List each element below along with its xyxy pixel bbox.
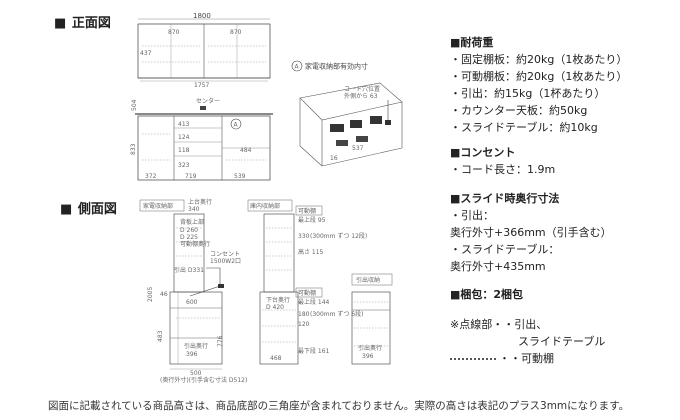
front-drawer-label-1: 124 xyxy=(178,134,190,141)
spec-load-item-2: ・引出：約15kg（1杯あたり） xyxy=(450,87,606,100)
spec-note-1a: ※点線部・・引出、 xyxy=(450,318,548,331)
front-drawer-label-5: 539 xyxy=(234,173,246,180)
side-right-label-7: 180 xyxy=(298,311,310,318)
side-label-13: 776 xyxy=(217,335,224,347)
spec-load-item-4: ・スライドテーブル：約10kg xyxy=(450,121,598,134)
spec-slide-item-1: 奥行外寸+366mm（引手含む） xyxy=(450,226,612,239)
side-right-label-0: 最上段 95 xyxy=(298,216,326,224)
detail-title: 家電収納部有効内寸 xyxy=(305,62,368,71)
side-label-0: 上台奥行 xyxy=(188,198,212,206)
side-right-label-6: D 420 xyxy=(266,304,284,311)
side-label-11: 600 xyxy=(186,299,198,306)
side-kadou-label: 可動棚 xyxy=(298,207,316,215)
front-marker-a-circle xyxy=(230,118,242,130)
side-label-1: 340 xyxy=(188,206,200,213)
detail-cord-note-2: 外側から 63 xyxy=(344,92,378,100)
detail-marker: A xyxy=(295,64,300,71)
side-label-14: 引出奥行 xyxy=(184,342,208,350)
front-dim-total: 1800 xyxy=(193,12,211,20)
front-dim-mid: 1757 xyxy=(194,82,209,89)
detail-cord-note-1: コード穴位置 xyxy=(344,85,380,93)
bottom-note: 図面に記載されている商品高さは、商品底部の三角座が含まれておりません。実際の高さ… xyxy=(48,400,630,412)
side-right-label-8: 120 xyxy=(298,321,310,328)
spec-outlet-title: コンセント xyxy=(450,144,555,161)
side-right-label-1: 330 xyxy=(298,233,310,240)
side-right-label-9: (300mm ずつ 6段) xyxy=(310,310,363,318)
front-view-drawing: 1800 870 870 437 1757 センター 504 413 124 1… xyxy=(130,12,273,181)
side-label-2: 背板上部 xyxy=(180,218,204,226)
spec-slide-item-0: ・引出： xyxy=(450,209,494,222)
side-label-3: D 260 xyxy=(180,227,198,234)
front-view-title: 正面図 xyxy=(54,12,111,31)
side-right-label-2: (300mm ずつ 12段) xyxy=(310,232,367,240)
spec-load-title: 耐荷重 xyxy=(450,34,627,51)
side-label-15: 396 xyxy=(186,351,198,358)
side-label-9: 引出 D331 xyxy=(174,266,204,274)
front-dim-upper-left: 870 xyxy=(168,29,180,36)
spec-note-1b: スライドテーブル xyxy=(518,335,606,348)
front-marker-a: A xyxy=(234,122,239,129)
detail-dim-2: 16 xyxy=(330,155,338,162)
front-drawer-label-6: 484 xyxy=(240,147,252,154)
spec-pack-title: 梱包：2梱包 xyxy=(450,286,523,303)
spec-load: 耐荷重 ・固定棚板：約20kg（1枚あたり） ・可動棚板：約20kg（1枚あたり… xyxy=(450,34,627,136)
spec-notes: ※点線部・・引出、 スライドテーブル ・・可動棚 xyxy=(450,316,605,367)
spec-load-item-1: ・可動棚板：約20kg（1枚あたり） xyxy=(450,70,628,83)
side-label-12: 483 xyxy=(157,330,164,342)
side-label-17: (奥行外寸)(引手含む寸法 D512) xyxy=(160,376,247,384)
side-label-8: 1500W2口 xyxy=(210,258,241,265)
side-label-6: 2005 xyxy=(147,287,154,302)
spec-pack: 梱包：2梱包 xyxy=(450,286,523,303)
front-drawer-label-2: 118 xyxy=(178,147,190,154)
side-kadou-label-2: 可動棚 xyxy=(298,289,316,297)
front-dim-upper-side: 437 xyxy=(140,50,152,57)
spec-load-item-0: ・固定棚板：約20kg（1枚あたり） xyxy=(450,53,628,66)
front-dim-upper-right: 870 xyxy=(230,29,242,36)
side-right-label-5: 下台奥行 xyxy=(266,296,290,304)
side-right-label-11: 468 xyxy=(270,355,282,362)
spec-slide-item-2: ・スライドテーブル： xyxy=(450,243,560,256)
spec-outlet-item-0: ・コード長さ：1.9m xyxy=(450,163,556,176)
detail-drawing: A 家電収納部有効内寸 コード穴位置 外側から 63 537 16 xyxy=(291,60,403,167)
side-right-label-3: 高さ 115 xyxy=(298,248,324,256)
side-drawer-label-1: 396 xyxy=(362,353,374,360)
detail-dim-1: 537 xyxy=(352,145,364,152)
spec-slide-title: スライド時奥行寸法 xyxy=(450,190,612,207)
side-drawer-label-0: 引出奥行 xyxy=(358,344,382,352)
front-drawer-label-7: 372 xyxy=(145,173,157,180)
side-right-label-10: 最下段 161 xyxy=(298,347,330,355)
side-drawer-box-label: 引出収納 xyxy=(356,276,380,284)
side-right-label-4: 最上段 144 xyxy=(298,298,330,306)
front-drawer-label-0: 413 xyxy=(178,121,190,128)
front-dim-left: 504 xyxy=(131,99,138,111)
side-kura-label: 庫内収納部 xyxy=(250,202,280,210)
side-view-title: 側面図 xyxy=(60,198,117,217)
front-drawer-label-4: 719 xyxy=(185,173,197,180)
front-drawer-label-8: 833 xyxy=(130,143,137,155)
side-label-5: 可動棚奥行 xyxy=(180,240,210,248)
front-drawer-label-3: 323 xyxy=(178,162,190,169)
spec-load-item-3: ・カウンター天板：約50kg xyxy=(450,104,588,117)
side-label-10: 46 xyxy=(160,291,168,298)
spec-outlet: コンセント ・コード長さ：1.9m xyxy=(450,144,555,178)
dotted-line-icon xyxy=(450,358,496,360)
side-label-16: 500 xyxy=(190,370,202,377)
front-center-label: センター xyxy=(196,97,220,105)
side-label-4: D 225 xyxy=(180,234,198,241)
side-label-7: コンセント xyxy=(210,251,240,258)
spec-note-2: ・・可動棚 xyxy=(450,350,605,367)
spec-slide: スライド時奥行寸法 ・引出： 奥行外寸+366mm（引手含む） ・スライドテーブ… xyxy=(450,190,612,275)
side-kaden-label: 家電収納部 xyxy=(143,202,173,210)
side-view-drawing: 家電収納部 上台奥行 340 背板上部 D 260 D 225 可動棚奥行 20… xyxy=(139,198,393,384)
spec-note-2-text: ・・可動棚 xyxy=(499,352,554,365)
spec-slide-item-3: 奥行外寸+435mm xyxy=(450,260,546,273)
